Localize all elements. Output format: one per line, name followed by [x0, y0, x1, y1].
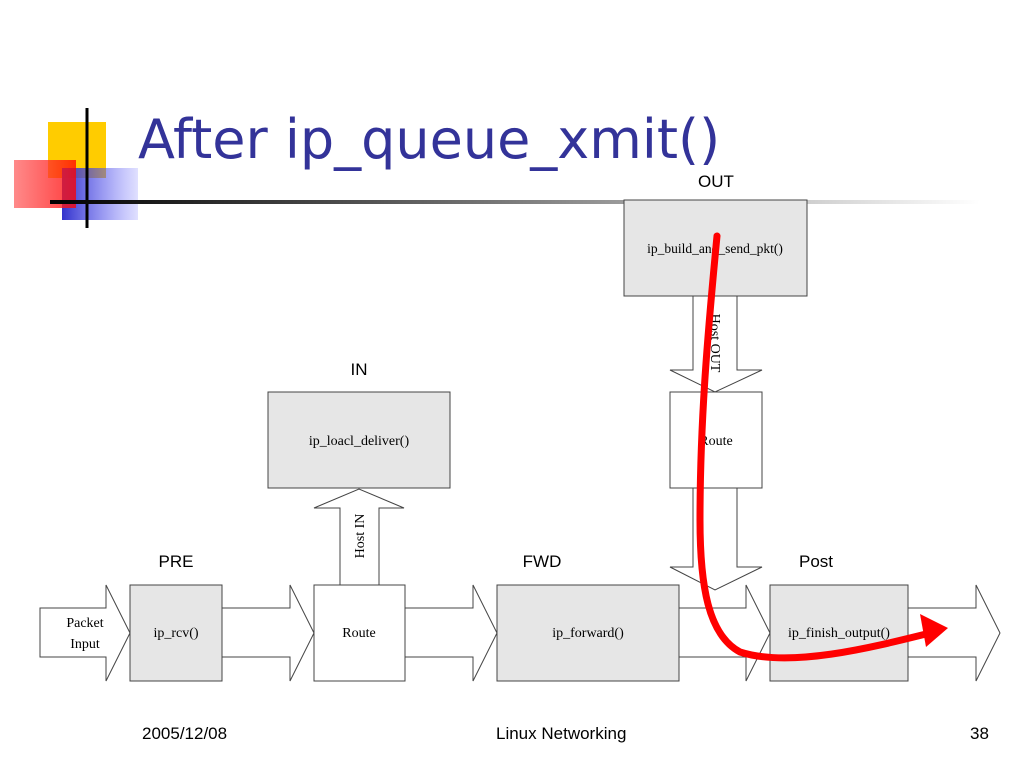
highlight-path-arrowhead [920, 614, 948, 647]
box-rcv [129, 584, 223, 682]
packet-input-label-line2: Input [70, 637, 100, 652]
box-local-deliver [267, 391, 451, 489]
box-route-out [669, 391, 763, 489]
footer-page-number: 38 [970, 724, 989, 743]
footer-title: Linux Networking [496, 724, 627, 743]
host-in-label: Host IN [353, 514, 368, 559]
packet-input-arrow [39, 584, 131, 682]
title-underline [50, 200, 980, 204]
box-local-deliver-label: ip_loacl_deliver() [309, 434, 410, 449]
arrow-route-to-forward [404, 584, 498, 682]
host-out-arrow [669, 295, 763, 393]
route-to-post-arrow [669, 487, 763, 591]
box-forward-label: ip_forward() [552, 626, 624, 641]
hook-label-pre: PRE [159, 552, 194, 571]
arrow-finish-out [907, 584, 1001, 682]
decor-logo [14, 108, 138, 228]
box-finish-output-label: ip_finish_output() [788, 626, 890, 641]
box-forward [496, 584, 680, 682]
box-route-out-label: Route [699, 434, 732, 449]
highlight-path [696, 232, 934, 662]
arrow-rcv-to-route [221, 584, 315, 682]
slide-title: After ip_queue_xmit() [138, 108, 721, 171]
hook-label-fwd: FWD [523, 552, 562, 571]
host-in-arrow [313, 488, 405, 586]
box-route-in [313, 584, 406, 682]
box-finish-output [769, 584, 909, 682]
box-rcv-label: ip_rcv() [153, 626, 198, 641]
hook-label-out: OUT [698, 172, 734, 191]
box-route-in-label: Route [342, 626, 375, 641]
footer-date: 2005/12/08 [142, 724, 228, 743]
arrow-forward-to-finish [678, 584, 771, 682]
hook-label-post: Post [799, 552, 833, 571]
hook-label-in: IN [351, 360, 368, 379]
packet-input-label-line1: Packet [66, 616, 103, 631]
